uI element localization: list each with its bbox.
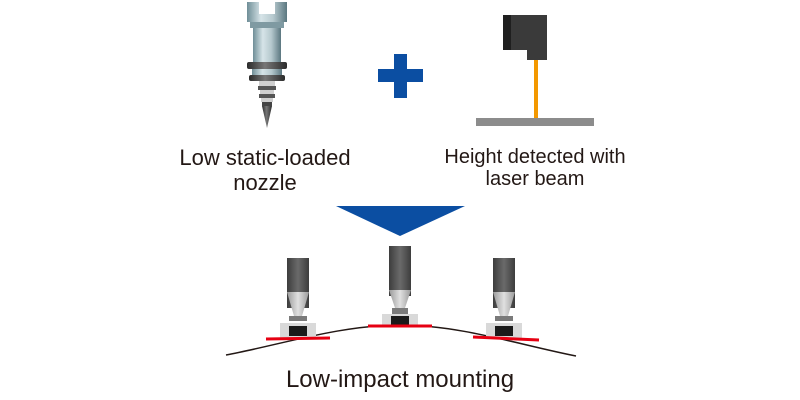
mounting-nozzle-icon (265, 258, 331, 341)
mounting-nozzle-icon (472, 258, 540, 342)
laser-caption-line2: laser beam (485, 168, 585, 191)
nozzle-icon (247, 2, 287, 128)
measurement-surface (476, 118, 594, 126)
nozzle-caption-line2: nozzle (233, 169, 297, 195)
plus-icon (378, 54, 423, 98)
mounting-nozzle-icon (368, 246, 432, 328)
down-arrow-icon (336, 206, 465, 236)
laser-sensor-icon (476, 15, 594, 126)
nozzle-caption-line1: Low static-loaded (179, 145, 351, 170)
nozzle-caption: Low static-loaded nozzle (130, 145, 400, 195)
result-caption: Low-impact mounting (285, 366, 515, 393)
laser-beam (534, 60, 538, 118)
laser-caption-line1: Height detected with (444, 146, 626, 168)
laser-caption: Height detected with laser beam (405, 146, 665, 191)
